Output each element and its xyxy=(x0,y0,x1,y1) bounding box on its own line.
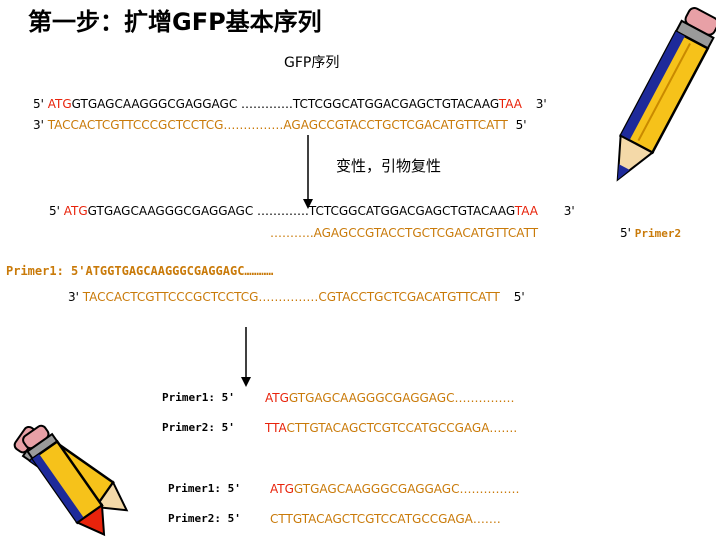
block3-primer1: Primer1: 5'ATGGTGAGCAAGGGCGAGGAGC………… xyxy=(6,264,274,278)
pencil-icon xyxy=(616,7,716,182)
table2-primer1-seq: ATGGTGAGCAAGGGCGAGGAGC…………… xyxy=(270,482,520,496)
block2-top-strand: 5' ATGGTGAGCAAGGGCGAGGAGC ………….TCTCGGCAT… xyxy=(49,204,575,218)
table1-primer2-label: Primer2: 5' xyxy=(162,421,235,434)
table1-primer1-seq: ATGGTGAGCAAGGGCGAGGAGC…………… xyxy=(265,391,515,405)
table2-primer2-label: Primer2: 5' xyxy=(168,512,241,525)
block2-primer2: ………..AGAGCCGTACCTGCTCGACATGTTCATT xyxy=(270,226,539,240)
arrow-down-icon xyxy=(303,135,313,209)
table2-primer2-seq: CTTGTACAGCTCGTCCATGCCGAGA……. xyxy=(270,512,501,526)
table2-primer1-label: Primer1: 5' xyxy=(168,482,241,495)
block3-template: 3' TACCACTCGTTCCCGCTCCTCG……………CGTACCTGCT… xyxy=(68,290,525,304)
step-label: 变性，引物复性 xyxy=(336,157,442,175)
block1-bottom-strand: 3' TACCACTCGTTCCCGCTCCTCG……………AGAGCCGTAC… xyxy=(33,118,527,132)
arrow-down-icon xyxy=(241,327,251,387)
block2-primer2-label: 5' Primer2 xyxy=(620,226,682,240)
table1-primer2-seq: TTACTTGTACAGCTCGTCCATGCCGAGA……. xyxy=(265,421,518,435)
block1-top-strand: 5' ATGGTGAGCAAGGGCGAGGAGC ………….TCTCGGCAT… xyxy=(33,97,547,111)
table1-primer1-label: Primer1: 5' xyxy=(162,391,235,404)
pencils-icon xyxy=(13,424,129,537)
subtitle: GFP序列 xyxy=(284,55,340,71)
page-title: 第一步：扩增GFP基本序列 xyxy=(28,8,322,36)
